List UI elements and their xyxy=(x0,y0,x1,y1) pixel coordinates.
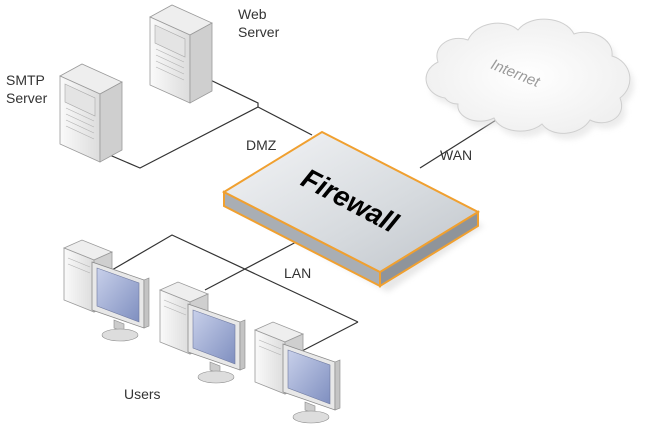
wan-label: WAN xyxy=(440,147,472,163)
smtp-server: SMTP Server xyxy=(6,63,123,163)
workstation-icon xyxy=(159,281,246,384)
wire-user-3 xyxy=(299,321,359,353)
workstation-icon xyxy=(254,321,341,424)
smtp-server-label: SMTP Server xyxy=(6,72,49,106)
server-icon xyxy=(59,63,123,163)
wire-dmz-firewall xyxy=(257,106,313,136)
wire-smtp-server xyxy=(97,106,259,169)
internet-cloud: Internet xyxy=(425,18,634,140)
web-server: Web Server xyxy=(149,4,280,104)
wire-web-server xyxy=(199,74,259,107)
workstation-icon xyxy=(63,239,150,342)
users-label: Users xyxy=(124,386,161,402)
wire-user-1 xyxy=(111,234,359,323)
connection-lines xyxy=(97,74,513,353)
firewall: Firewall xyxy=(221,130,484,292)
dmz-label: DMZ xyxy=(246,137,277,153)
wire-lan xyxy=(204,239,301,291)
lan-label: LAN xyxy=(284,265,311,281)
server-icon xyxy=(149,4,213,104)
web-server-label: Web Server xyxy=(238,6,280,40)
